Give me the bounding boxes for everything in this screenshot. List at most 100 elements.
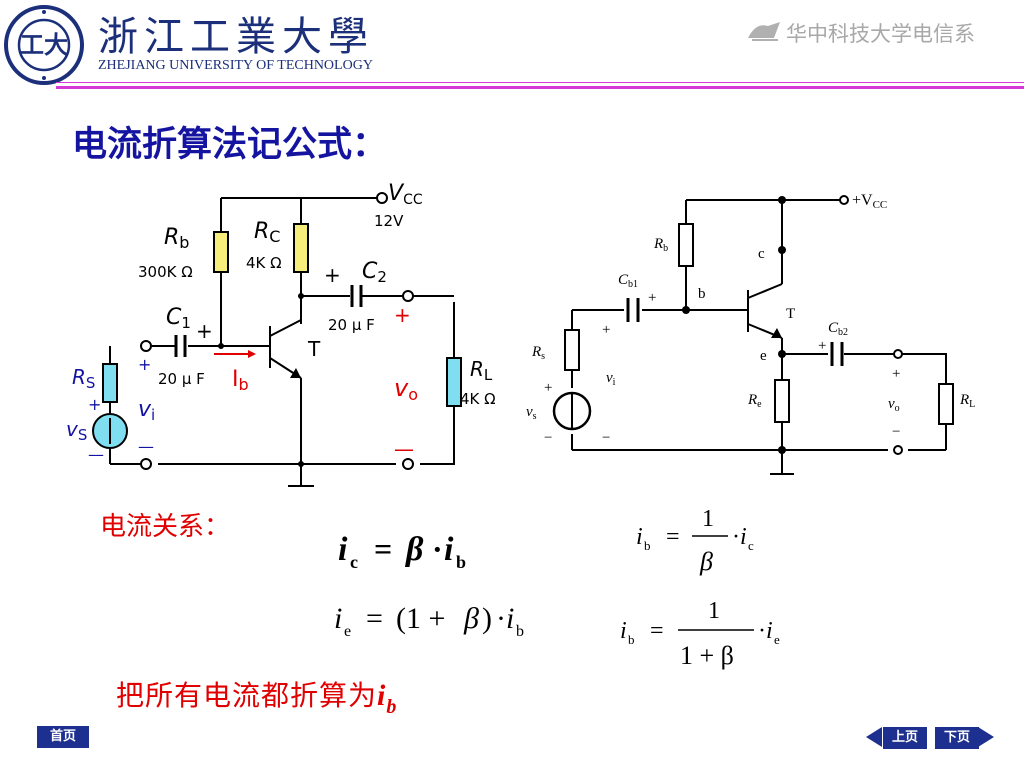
formula-ie-equals-1plusbeta-ib: i e = (1 + β ) · i b <box>334 602 524 640</box>
svg-text:c: c <box>350 552 358 572</box>
rb-label-right: Rb <box>653 236 668 254</box>
left-amplifier-circuit: VCC 12V Rb 300K Ω RC 4K Ω + C2 20 μ F C1… <box>66 181 496 487</box>
cb1-plus: + <box>648 290 656 306</box>
header-rule <box>56 82 1024 83</box>
svg-text:i: i <box>338 531 348 568</box>
svg-text:=: = <box>374 531 392 567</box>
svg-text:i: i <box>334 602 342 635</box>
rc-value: 4K Ω <box>246 254 282 272</box>
vi-label-right: vi <box>606 370 616 388</box>
c2-plus: + <box>324 263 341 287</box>
vcc-label-right: +VCC <box>852 192 887 211</box>
ib-label: Ib <box>232 367 249 394</box>
prev-arrow-icon <box>866 727 882 747</box>
cb2-label: Cb2 <box>828 320 848 338</box>
svg-text:b: b <box>516 623 524 640</box>
logo-emblem-text: 工大 <box>20 30 68 59</box>
rb-value: 300K Ω <box>138 263 193 281</box>
rl-label: RL <box>470 357 493 384</box>
svg-text:=: = <box>666 524 680 550</box>
next-page-button[interactable]: 下页 <box>934 726 980 750</box>
c1-value: 20 μ F <box>158 370 205 388</box>
next-arrow-icon <box>978 727 994 747</box>
svg-text:·: · <box>496 602 506 635</box>
rb-resistor-right <box>678 223 694 267</box>
transistor-label-right: T <box>786 306 795 322</box>
rb-resistor <box>213 231 229 273</box>
rs-resistor <box>102 363 118 403</box>
university-english-name: ZHEJIANG UNIVERSITY OF TECHNOLOGY <box>98 58 373 73</box>
conclusion-prefix: 把所有电流都折算为 <box>116 679 378 712</box>
vo-minus-right: − <box>892 424 900 440</box>
svg-text:β: β <box>699 547 713 576</box>
output-plus: + <box>394 303 411 327</box>
vo-label: vo <box>394 374 418 404</box>
rc-label: RC <box>254 219 280 246</box>
slide-title: 电流折算法记公式： <box>72 125 388 165</box>
formula-ib-equals-ie-over-1plusbeta: i b = 1 1 + β · i e <box>620 598 780 670</box>
svg-text:·: · <box>732 524 740 550</box>
conclusion-text: 把所有电流都折算为ib <box>116 674 397 718</box>
header-rule-thick <box>56 86 1024 89</box>
rl-value: 4K Ω <box>460 390 496 408</box>
transistor-label: T <box>307 337 321 361</box>
svg-text:1: 1 <box>708 598 720 624</box>
conclusion-symbol: i <box>377 679 387 712</box>
svg-text:=: = <box>366 602 383 635</box>
re-label: Re <box>747 392 762 410</box>
rb-label: Rb <box>164 225 189 252</box>
rl-resistor <box>446 357 462 407</box>
cb1-label: Cb1 <box>618 272 638 290</box>
node-c-label: c <box>758 246 765 262</box>
rs-resistor-right <box>564 329 580 371</box>
vi-label: vi <box>138 397 155 424</box>
svg-text:i: i <box>740 524 747 550</box>
cb2-plus: + <box>818 338 826 354</box>
home-button[interactable]: 首页 <box>36 725 90 749</box>
vs-minus: — <box>88 445 104 464</box>
vs-plus-right: + <box>544 380 552 396</box>
svg-text:i: i <box>620 618 627 644</box>
c2-value: 20 μ F <box>328 316 375 334</box>
formula-ic-equals-beta-ib: i c = β · i b <box>338 531 466 572</box>
vcc-label: VCC <box>388 181 423 208</box>
svg-text:b: b <box>456 552 466 572</box>
right-amplifier-circuit: +VCC Rb Cb1 + b c T e Cb2 + Rs + vi − + … <box>526 192 975 475</box>
re-resistor-right <box>774 379 790 423</box>
vi-plus: + <box>138 355 151 374</box>
svg-text:i: i <box>766 618 773 644</box>
rc-resistor <box>293 223 309 273</box>
vs-plus: + <box>88 395 101 414</box>
vs-minus-right: − <box>544 430 552 446</box>
c1-label: C1 <box>166 305 191 332</box>
vi-minus: — <box>138 437 154 456</box>
svg-text:·: · <box>432 531 443 567</box>
vo-label-right: vo <box>888 396 900 414</box>
university-name: 浙江工業大學 <box>98 14 374 60</box>
brand-text: 华中科技大学电信系 <box>786 22 975 46</box>
rs-label-right: Rs <box>531 344 545 362</box>
vi-minus-right: − <box>602 430 610 446</box>
brand-mark-icon <box>748 22 780 41</box>
svg-text:β: β <box>404 531 424 568</box>
vs-label-right: vs <box>526 404 537 422</box>
formula-ib-equals-ic-over-beta: i b = 1 β · i c <box>636 506 754 576</box>
svg-text:·: · <box>758 618 766 644</box>
svg-text:e: e <box>774 632 780 647</box>
svg-text:i: i <box>636 524 643 550</box>
svg-text:b: b <box>644 538 651 553</box>
rl-resistor-right <box>938 383 954 425</box>
rs-label: RS <box>72 365 95 392</box>
svg-text:c: c <box>748 538 754 553</box>
svg-text:1 + β: 1 + β <box>680 641 734 670</box>
current-relation-label: 电流关系： <box>100 512 231 542</box>
output-minus: — <box>394 437 414 461</box>
university-logo: 工大 <box>4 5 84 85</box>
prev-page-button[interactable]: 上页 <box>882 726 928 750</box>
svg-text:e: e <box>344 623 351 640</box>
svg-text:): ) <box>482 602 492 635</box>
svg-text:i: i <box>444 531 454 568</box>
vcc-value: 12V <box>374 212 404 230</box>
vo-plus-right: + <box>892 366 900 382</box>
vs-label: vS <box>66 417 87 444</box>
